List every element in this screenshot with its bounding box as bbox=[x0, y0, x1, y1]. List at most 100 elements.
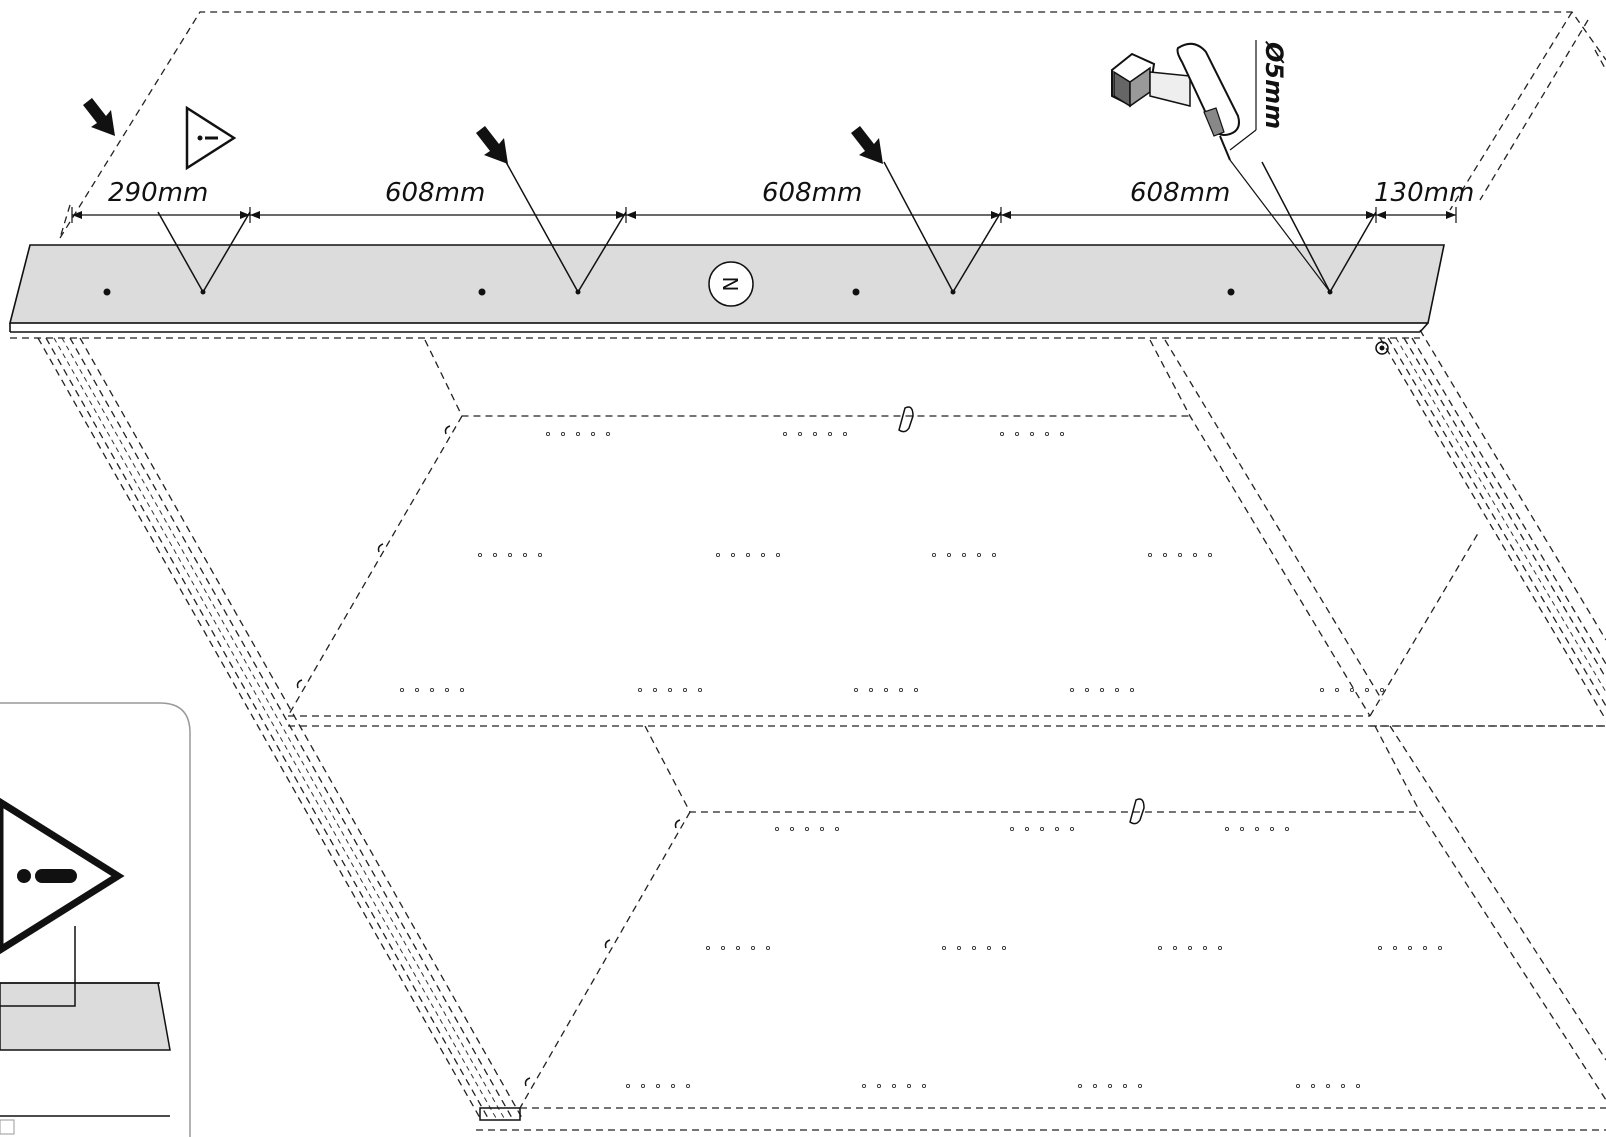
shelf-hole bbox=[1129, 687, 1135, 693]
shelf-hole bbox=[1364, 687, 1370, 693]
shelf-hole bbox=[1024, 826, 1030, 832]
shelf-hole bbox=[868, 687, 874, 693]
shelf-hole-rows bbox=[399, 431, 1443, 1089]
shelf-hole bbox=[1001, 945, 1007, 951]
shelf-hole bbox=[1014, 431, 1020, 437]
shelf-hole bbox=[1217, 945, 1223, 951]
shelf-hole bbox=[931, 552, 937, 558]
drill-icon bbox=[1111, 42, 1331, 293]
shelf-hole bbox=[1392, 945, 1398, 951]
shelf-hole bbox=[1239, 826, 1245, 832]
shelf-hole bbox=[1379, 687, 1385, 693]
shelf-hole bbox=[1355, 1083, 1361, 1089]
shelf-hole bbox=[682, 687, 688, 693]
shelf-hole bbox=[812, 431, 818, 437]
shelf-hole bbox=[652, 687, 658, 693]
shelf-hole bbox=[1192, 552, 1198, 558]
shelf-hole bbox=[1069, 687, 1075, 693]
shelf-hole bbox=[1054, 826, 1060, 832]
arrow-icon bbox=[83, 98, 115, 136]
shelf-hole bbox=[921, 1083, 927, 1089]
shelf-hole bbox=[1157, 945, 1163, 951]
shelf-hole bbox=[774, 826, 780, 832]
shelf-hole bbox=[913, 687, 919, 693]
lower-shelf bbox=[476, 725, 1606, 1131]
shelf-hole bbox=[827, 431, 833, 437]
rail-holes bbox=[103, 288, 1235, 296]
shelf-hole bbox=[459, 687, 465, 693]
drill-size-label: Ø5mm bbox=[1260, 40, 1288, 129]
shelf-hole bbox=[991, 552, 997, 558]
shelf-hole bbox=[971, 945, 977, 951]
shelf-hole bbox=[883, 687, 889, 693]
shelf-hole bbox=[1137, 1083, 1143, 1089]
shelf-hole bbox=[999, 431, 1005, 437]
shelf-hole bbox=[477, 552, 483, 558]
shelf-hole bbox=[492, 552, 498, 558]
shelf-hole bbox=[522, 552, 528, 558]
shelf-hole bbox=[789, 826, 795, 832]
shelf-pin-connectors bbox=[296, 406, 1145, 1087]
shelf-hole bbox=[560, 431, 566, 437]
shelf-hole bbox=[507, 552, 513, 558]
shelf-hole bbox=[1069, 826, 1075, 832]
part-label: N bbox=[719, 277, 743, 292]
shelf-hole bbox=[1162, 552, 1168, 558]
shelf-hole bbox=[1284, 826, 1290, 832]
shelf-hole bbox=[1349, 687, 1355, 693]
dimension-line bbox=[71, 207, 1457, 223]
shelf-hole bbox=[697, 687, 703, 693]
shelf-hole bbox=[1077, 1083, 1083, 1089]
shelf-hole bbox=[429, 687, 435, 693]
shelf-hole bbox=[1422, 945, 1428, 951]
shelf-hole bbox=[537, 552, 543, 558]
dimension-label-2: 608mm bbox=[385, 178, 485, 208]
dimension-label-4: 608mm bbox=[1130, 178, 1230, 208]
arrow-icon bbox=[851, 126, 883, 164]
shelf-hole bbox=[605, 431, 611, 437]
shelf-hole bbox=[730, 552, 736, 558]
shelf-hole bbox=[775, 552, 781, 558]
shelf-hole bbox=[906, 1083, 912, 1089]
shelf-hole bbox=[670, 1083, 676, 1089]
shelf-hole bbox=[1310, 1083, 1316, 1089]
shelf-hole bbox=[625, 1083, 631, 1089]
shelf-hole bbox=[1407, 945, 1413, 951]
part-label-badge: N bbox=[708, 261, 754, 307]
shelf-hole bbox=[1325, 1083, 1331, 1089]
shelf-hole bbox=[1009, 826, 1015, 832]
shelf-hole bbox=[1319, 687, 1325, 693]
shelf-hole bbox=[976, 552, 982, 558]
shelf-hole bbox=[745, 552, 751, 558]
drill-size-leader bbox=[1229, 129, 1257, 151]
shelf-hole bbox=[1122, 1083, 1128, 1089]
shelf-hole bbox=[1084, 687, 1090, 693]
shelf-hole bbox=[1437, 945, 1443, 951]
right-side-panel bbox=[1375, 329, 1606, 721]
dimension-label-5: 130mm bbox=[1374, 178, 1474, 208]
shelf-hole bbox=[640, 1083, 646, 1089]
shelf-hole bbox=[782, 431, 788, 437]
shelf-hole bbox=[1044, 431, 1050, 437]
shelf-hole bbox=[715, 552, 721, 558]
shelf-hole bbox=[667, 687, 673, 693]
shelf-hole bbox=[444, 687, 450, 693]
shelf-hole bbox=[750, 945, 756, 951]
shelf-hole bbox=[685, 1083, 691, 1089]
shelf-hole bbox=[765, 945, 771, 951]
shelf-hole bbox=[705, 945, 711, 951]
shelf-hole bbox=[1269, 826, 1275, 832]
shelf-hole bbox=[956, 945, 962, 951]
shelf-hole bbox=[1207, 552, 1213, 558]
shelf-hole bbox=[797, 431, 803, 437]
shelf-hole bbox=[735, 945, 741, 951]
shelf-hole bbox=[1147, 552, 1153, 558]
left-side-panel bbox=[37, 337, 523, 1121]
shelf-hole bbox=[946, 552, 952, 558]
shelf-hole bbox=[590, 431, 596, 437]
shelf-hole bbox=[898, 687, 904, 693]
shelf-hole bbox=[834, 826, 840, 832]
shelf-hole bbox=[891, 1083, 897, 1089]
shelf-hole bbox=[804, 826, 810, 832]
